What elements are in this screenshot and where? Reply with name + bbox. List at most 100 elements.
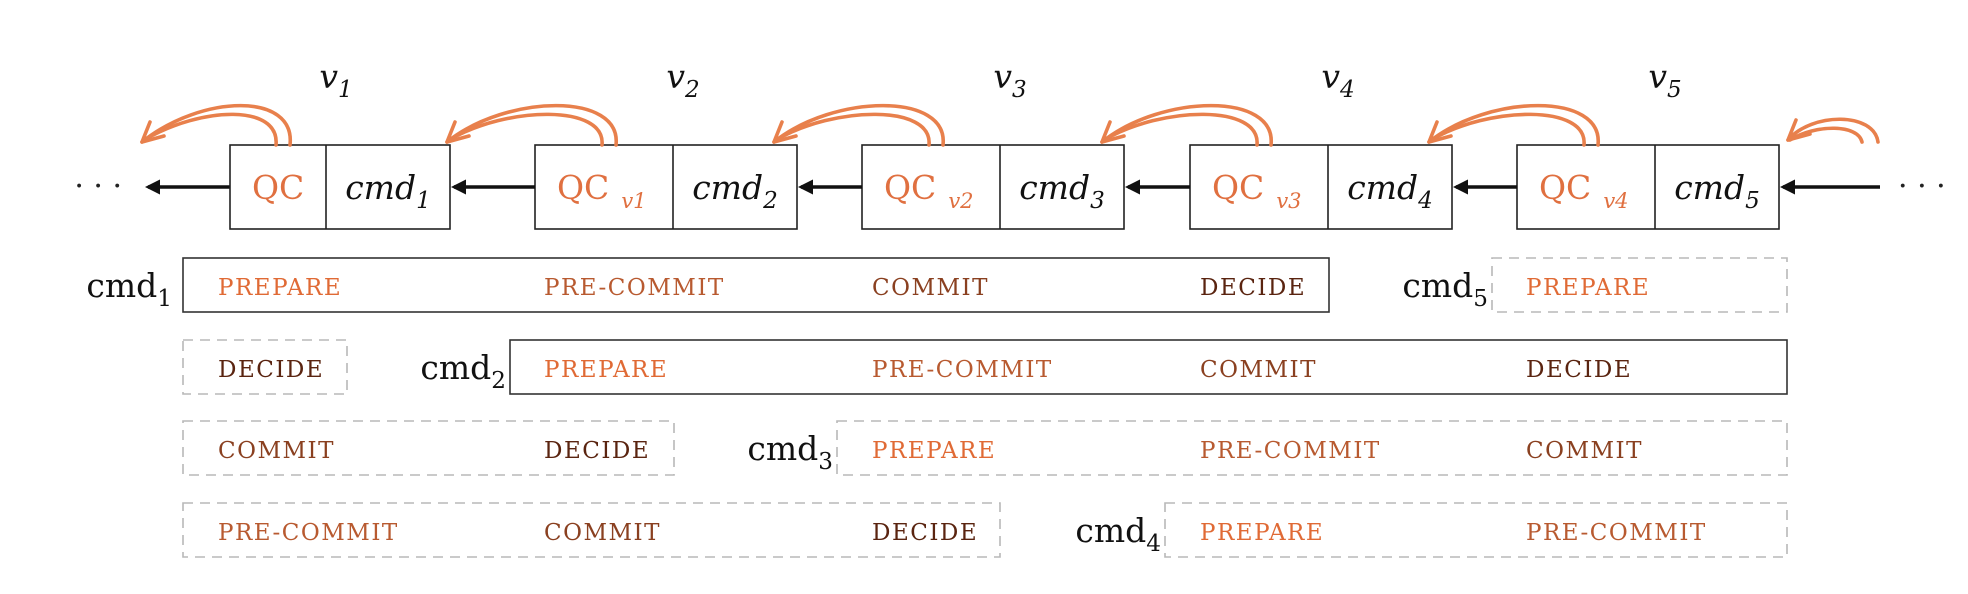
view-label-main: v	[319, 57, 338, 96]
block-cmd: cmd1	[345, 168, 431, 214]
phase-decide: DECIDE	[218, 357, 324, 383]
segment-box	[182, 420, 675, 476]
dots-right: · · ·	[1898, 169, 1946, 204]
segment-box	[182, 257, 1330, 313]
command-label-sub: 5	[1473, 286, 1488, 312]
phase-commit: COMMIT	[544, 520, 661, 546]
qc-reference-arc	[1100, 103, 1273, 147]
qc-reference-arc	[1427, 103, 1600, 147]
block-frame	[861, 144, 1125, 230]
block-cmd-main: cmd	[1347, 168, 1418, 207]
command-label: cmd5	[1402, 266, 1488, 312]
command-label: cmd2	[420, 348, 506, 394]
qc-text: QC	[557, 168, 609, 207]
phase-pre-commit: PRE-COMMIT	[872, 357, 1053, 383]
phase-prepare: PREPARE	[872, 438, 996, 464]
phase-pre-commit: PRE-COMMIT	[218, 520, 399, 546]
block-cmd: cmd3	[1019, 168, 1105, 214]
phase-segment: cmd1 PREPARE PRE-COMMIT COMMIT DECIDE	[86, 257, 1330, 313]
block-cmd-main: cmd	[345, 168, 416, 207]
phase-decide: DECIDE	[1526, 357, 1632, 383]
segment-box	[1164, 502, 1788, 558]
command-label-sub: 2	[491, 368, 506, 394]
segment-box	[509, 339, 1788, 395]
phase-prepare: PREPARE	[544, 357, 668, 383]
phase-pre-commit: PRE-COMMIT	[1200, 438, 1381, 464]
block-cmd: cmd2	[692, 168, 778, 214]
phase-pre-commit: PRE-COMMIT	[544, 275, 725, 301]
phase-prepare: PREPARE	[1200, 520, 1324, 546]
view-label: v2	[666, 57, 699, 103]
dots-left-main: · · ·	[74, 169, 122, 204]
command-label: cmd4	[1075, 511, 1161, 557]
phase-decide: DECIDE	[544, 438, 650, 464]
view-label-main: v	[993, 57, 1012, 96]
phase-prepare: PREPARE	[1526, 275, 1650, 301]
qc-text: QC	[252, 168, 304, 207]
qc-text: QC	[1212, 168, 1264, 207]
view-label: v5	[1648, 57, 1681, 103]
phase-commit: COMMIT	[872, 275, 989, 301]
qc-text: QC	[1539, 168, 1591, 207]
command-label-sub: 1	[157, 286, 172, 312]
view-label-main: v	[1648, 57, 1667, 96]
command-label: cmd1	[86, 266, 172, 312]
view-label: v1	[319, 57, 352, 103]
block-cmd-sub: 2	[762, 188, 778, 214]
qc-reference-arc	[1786, 117, 1880, 144]
command-label-main: cmd	[1075, 511, 1146, 550]
segment-box	[182, 502, 1001, 558]
block-cmd-sub: 5	[1745, 188, 1760, 214]
block-cmd-sub: 3	[1090, 188, 1105, 214]
phase-commit: COMMIT	[1526, 438, 1643, 464]
qc-view-sub: v1	[621, 189, 646, 213]
phase-prepare: PREPARE	[218, 275, 342, 301]
block-cmd-sub: 1	[416, 188, 431, 214]
view-label: v4	[1321, 57, 1354, 103]
phase-row-3: COMMIT DECIDE cmd3 PREPARE PRE-COMMIT COMMIT	[182, 420, 1788, 476]
view-label-sub: 2	[684, 77, 700, 103]
phase-segment: cmd3 PREPARE PRE-COMMIT COMMIT	[747, 420, 1788, 476]
block-frame	[1189, 144, 1453, 230]
qc-text: QC	[884, 168, 936, 207]
phase-segment: COMMIT DECIDE	[182, 420, 675, 476]
qc-label: QC	[252, 168, 304, 207]
block-cmd-main: cmd	[692, 168, 763, 207]
command-label: cmd3	[747, 429, 833, 475]
segment-box	[182, 339, 348, 395]
phase-decide: DECIDE	[1200, 275, 1306, 301]
block-frame	[1516, 144, 1780, 230]
qc-reference-arc	[772, 103, 945, 147]
phase-commit: COMMIT	[218, 438, 335, 464]
segment-box	[836, 420, 1788, 476]
qc-reference-arc	[445, 103, 618, 147]
dots-right-main: · · ·	[1898, 169, 1946, 204]
block-cmd-sub: 4	[1417, 188, 1433, 214]
segment-box	[1491, 257, 1788, 313]
view-label: v3	[993, 57, 1026, 103]
qc-view-sub: v4	[1603, 189, 1628, 213]
block-cmd-main: cmd	[1674, 168, 1745, 207]
command-label-main: cmd	[86, 266, 157, 305]
qc-reference-arc	[140, 103, 292, 147]
view-label-sub: 5	[1667, 77, 1682, 103]
block-cmd: cmd4	[1347, 168, 1433, 214]
command-label-main: cmd	[1402, 266, 1473, 305]
block-frame	[229, 144, 451, 230]
view-label-main: v	[666, 57, 685, 96]
command-label-main: cmd	[747, 429, 818, 468]
view-label-sub: 3	[1012, 77, 1027, 103]
block-cmd-main: cmd	[1019, 168, 1090, 207]
